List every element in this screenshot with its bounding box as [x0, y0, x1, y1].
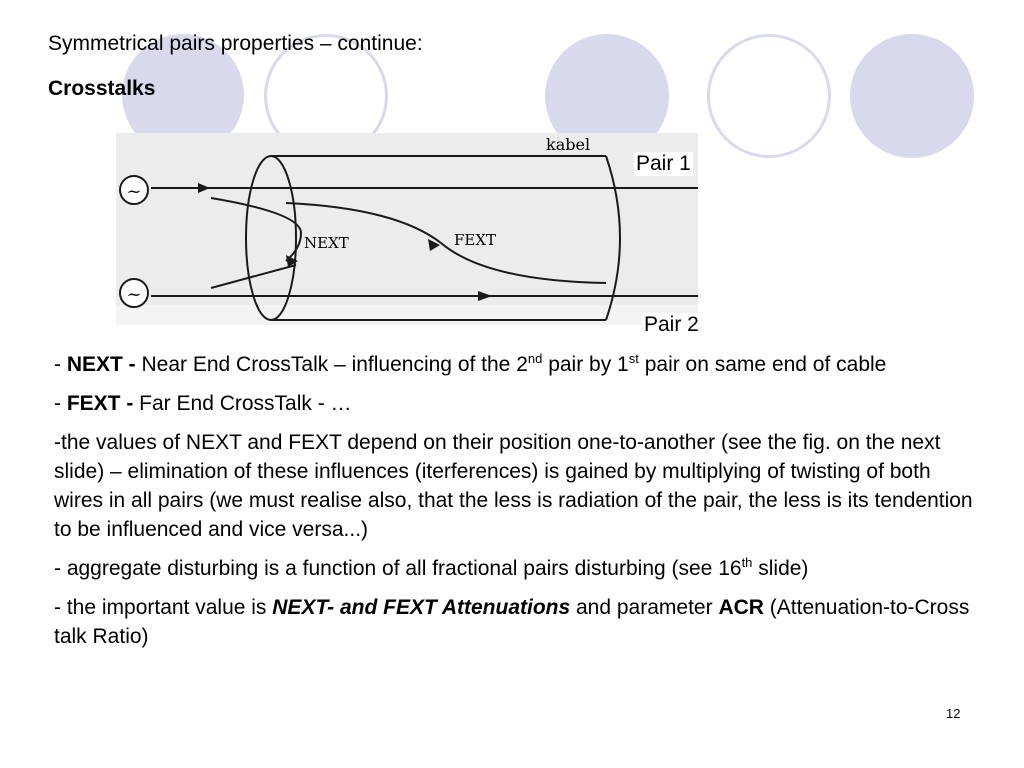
next-arrow [286, 255, 298, 267]
cable-label: kabel [546, 135, 590, 154]
next-curve [210, 197, 303, 262]
next-return [210, 264, 297, 289]
next-term: NEXT - [66, 353, 142, 376]
pair1-source-symbol: ~ [126, 181, 141, 202]
crosstalk-diagram: ~ ~ kabel NEXT FEXT [116, 133, 698, 325]
paragraph-fext: - FEXT - Far End CrossTalk - … [54, 392, 352, 415]
fext-label: FEXT [454, 231, 496, 249]
cable-far-end [605, 155, 621, 321]
decor-circle-5 [850, 34, 974, 158]
scan-background [116, 133, 698, 325]
pair1-arrow [198, 183, 210, 193]
pair1-label: Pair 1 [634, 152, 693, 176]
slide-body: - NEXT - Near End CrossTalk – influencin… [54, 350, 984, 661]
page-number: 12 [946, 706, 961, 721]
paragraph-aggregate: - aggregate disturbing is a function of … [54, 555, 809, 580]
slide-subtitle: Crosstalks [48, 77, 156, 100]
pair2-source-icon [119, 278, 149, 308]
fext-arrow [428, 239, 440, 251]
pair2-source-symbol: ~ [126, 284, 141, 305]
attenuations-emphasis: NEXT- and FEXT Attenuations [272, 596, 571, 619]
next-label: NEXT [304, 234, 349, 252]
fext-curve [285, 202, 607, 284]
pair1-source-icon [119, 175, 149, 205]
acr-term: ACR [718, 596, 764, 619]
pair2-label: Pair 2 [642, 313, 701, 337]
paragraph-twisting: -the values of NEXT and FEXT depend on t… [54, 431, 973, 541]
pair2-arrow [478, 291, 492, 301]
slide-title: Symmetrical pairs properties – continue: [48, 32, 423, 55]
paragraph-next: - NEXT - Near End CrossTalk – influencin… [54, 351, 887, 376]
fext-term: FEXT - [66, 392, 140, 415]
decor-ring-4 [707, 34, 831, 158]
paragraph-acr: - the important value is NEXT- and FEXT … [54, 596, 970, 648]
